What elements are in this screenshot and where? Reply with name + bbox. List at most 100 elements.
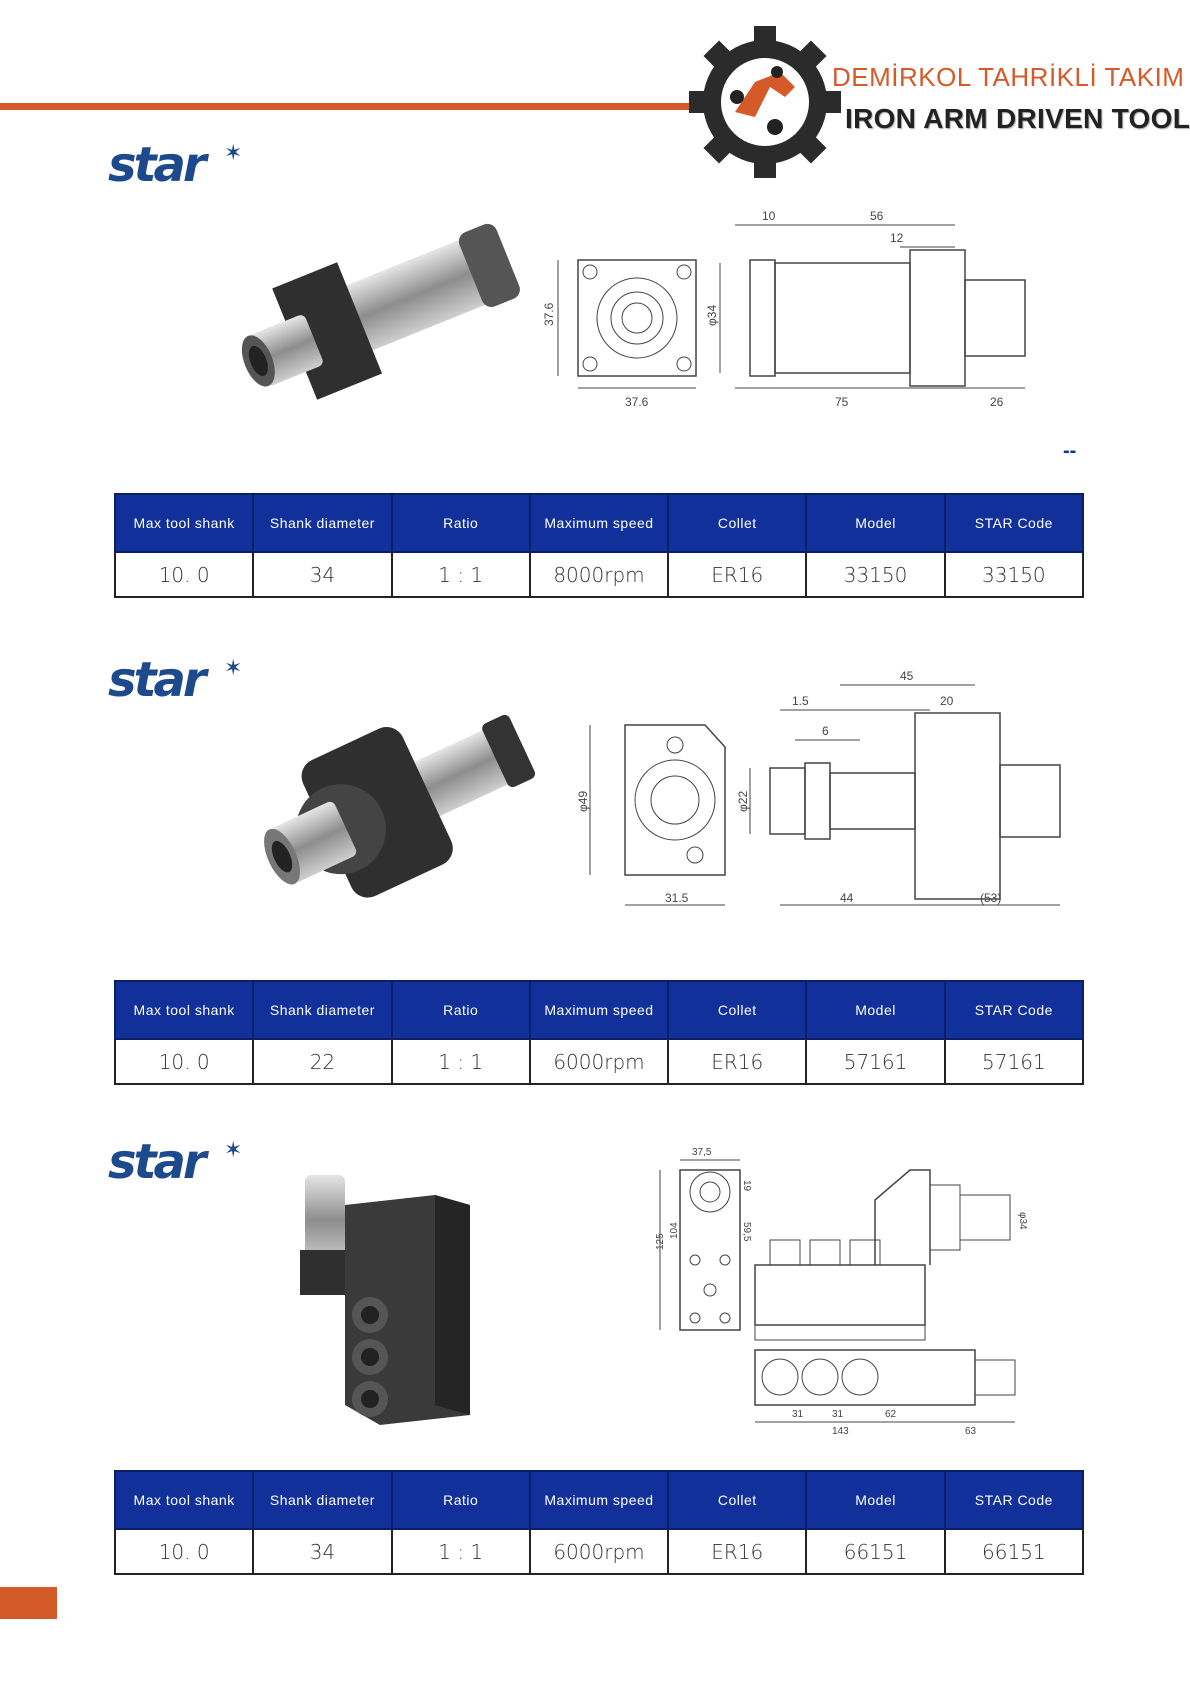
cell-max-tool-shank: 10. 0 [113,551,255,598]
header-ratio: Ratio [390,1470,531,1530]
header-collet: Collet [667,1470,808,1530]
dim-label: 56 [870,209,884,223]
dim-label: φ34 [1017,1212,1028,1230]
header-max-tool-shank: Max tool shank [113,493,255,553]
product-1-drawing: 37.6 37.6 φ34 10 56 12 75 26 [542,209,1026,409]
dim-label: 6 [822,724,829,738]
dim-label: 104 [669,1222,680,1239]
header-shank-diameter: Shank diameter [252,1470,393,1530]
header-accent-bar [0,103,700,110]
dim-label: 63 [965,1426,977,1437]
header-model: Model [805,493,946,553]
gear-logo-icon [689,26,841,178]
brand-title-en: IRON ARM DRIVEN TOOLS [845,103,1190,134]
product-1-render [241,223,520,400]
cell-collet: ER16 [667,1038,808,1085]
header-star-code: STAR Code [943,1470,1085,1530]
dim-label: 37.6 [542,302,556,326]
dim-label: 37,5 [692,1147,712,1158]
dim-label: 31 [832,1409,844,1420]
cell-star-code: 57161 [943,1038,1085,1085]
cell-max-tool-shank: 10. 0 [113,1528,255,1575]
header-max-tool-shank: Max tool shank [113,980,255,1040]
header-collet: Collet [667,980,808,1040]
cell-shank-diameter: 34 [252,1528,393,1575]
table-row: 10. 0 34 1 : 1 8000rpm ER16 33150 33150 [113,551,1085,598]
header-model: Model [805,1470,946,1530]
product-3-render [300,1175,470,1425]
table-row: 10. 0 22 1 : 1 6000rpm ER16 57161 57161 [113,1038,1085,1085]
product-2-drawing: φ49 31.5 φ22 45 1.5 20 6 44 (53) [576,669,1061,906]
dim-label: φ49 [576,791,590,812]
cell-model: 57161 [805,1038,946,1085]
dim-label: 37.6 [625,395,649,409]
header-star-code: STAR Code [943,980,1085,1040]
separator-mark: -- [1063,440,1077,462]
star-logo-word: star [108,1134,207,1190]
star-logo: star ✶ [108,655,248,705]
cell-maximum-speed: 8000rpm [528,551,670,598]
spec-table-1: Max tool shank Shank diameter Ratio Maxi… [113,493,1085,598]
dim-label: 44 [840,891,854,905]
spec-table-3: Max tool shank Shank diameter Ratio Maxi… [113,1470,1085,1575]
dim-label: 31 [792,1409,804,1420]
header-max-tool-shank: Max tool shank [113,1470,255,1530]
cell-shank-diameter: 34 [252,551,393,598]
dim-label: 59,5 [741,1222,752,1242]
star-logo-mark-icon: ✶ [224,140,243,165]
cell-model: 33150 [805,551,946,598]
dim-label: 12 [890,231,904,245]
table-header-row: Max tool shank Shank diameter Ratio Maxi… [113,493,1085,553]
dim-label: 26 [990,395,1004,409]
dim-label: 31.5 [665,891,689,905]
dim-label: 1.5 [792,694,809,708]
dim-label: 75 [835,395,849,409]
dim-label: 143 [832,1426,849,1437]
dim-label: 19 [741,1180,752,1192]
spec-table-2: Max tool shank Shank diameter Ratio Maxi… [113,980,1085,1085]
dim-label: 62 [885,1409,897,1420]
header-ratio: Ratio [390,493,531,553]
header-collet: Collet [667,493,808,553]
cell-collet: ER16 [667,1528,808,1575]
star-logo: star ✶ [108,140,248,190]
star-logo: star ✶ [108,1137,248,1187]
header-maximum-speed: Maximum speed [528,980,670,1040]
header-ratio: Ratio [390,980,531,1040]
dim-label: 45 [900,669,914,683]
header-maximum-speed: Maximum speed [528,1470,670,1530]
star-logo-mark-icon: ✶ [224,655,243,680]
cell-collet: ER16 [667,551,808,598]
footer-accent-tab [0,1587,57,1619]
table-row: 10. 0 34 1 : 1 6000rpm ER16 66151 66151 [113,1528,1085,1575]
table-header-row: Max tool shank Shank diameter Ratio Maxi… [113,980,1085,1040]
cell-max-tool-shank: 10. 0 [113,1038,255,1085]
cell-shank-diameter: 22 [252,1038,393,1085]
star-logo-word: star [108,137,207,193]
header-maximum-speed: Maximum speed [528,493,670,553]
dim-label: φ34 [705,305,719,326]
header-shank-diameter: Shank diameter [252,493,393,553]
header-shank-diameter: Shank diameter [252,980,393,1040]
dim-label: (53) [980,891,1001,905]
star-logo-mark-icon: ✶ [224,1137,243,1162]
brand-title-tr: DEMİRKOL TAHRİKLİ TAKIM [832,62,1185,92]
dim-label: 125 [655,1233,666,1250]
star-logo-word: star [108,652,207,708]
cell-star-code: 66151 [943,1528,1085,1575]
table-header-row: Max tool shank Shank diameter Ratio Maxi… [113,1470,1085,1530]
cell-maximum-speed: 6000rpm [528,1528,670,1575]
dim-label: 10 [762,209,776,223]
cell-model: 66151 [805,1528,946,1575]
header-star-code: STAR Code [943,493,1085,553]
dim-label: 20 [940,694,954,708]
cell-ratio: 1 : 1 [390,1038,531,1085]
cell-ratio: 1 : 1 [390,1528,531,1575]
header-model: Model [805,980,946,1040]
cell-ratio: 1 : 1 [390,551,531,598]
product-3-drawing: 37,5 125 104 19 59,5 φ34 31 31 62 143 63 [655,1147,1028,1437]
cell-maximum-speed: 6000rpm [528,1038,670,1085]
product-2-render [264,714,536,898]
cell-star-code: 33150 [943,551,1085,598]
dim-label: φ22 [736,791,750,812]
